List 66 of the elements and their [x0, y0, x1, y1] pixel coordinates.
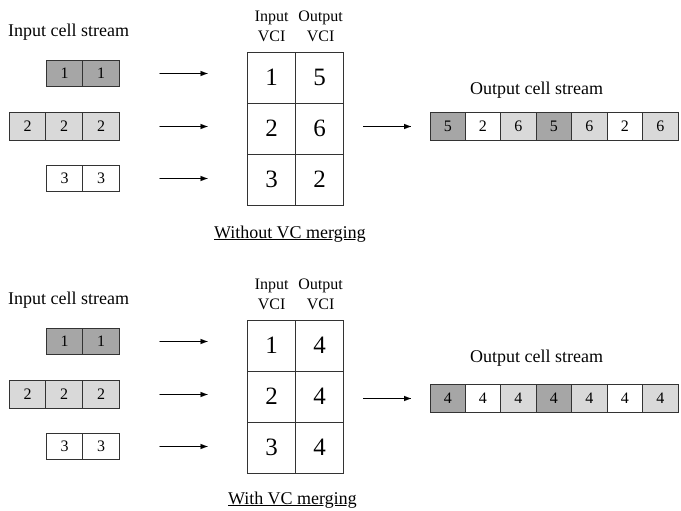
stream-cell: 6 — [500, 112, 536, 141]
table-cell: 4 — [295, 422, 344, 474]
stream-cell: 2 — [606, 112, 643, 141]
column-header: Output — [298, 276, 343, 294]
stream-cell: 3 — [46, 165, 83, 192]
table-cell: 4 — [295, 320, 344, 372]
stream-cell: 2 — [82, 380, 120, 409]
table-cell: 1 — [247, 320, 296, 372]
stream-cell: 2 — [82, 112, 120, 141]
arrow — [362, 124, 412, 130]
column-header: VCI — [306, 296, 334, 314]
stream-cell: 5 — [430, 112, 466, 141]
stream-cell: 2 — [9, 380, 46, 409]
table-cell: 1 — [247, 52, 296, 104]
stream-cell: 1 — [46, 328, 83, 355]
column-header: Output — [298, 8, 343, 26]
stream-label: Output cell stream — [470, 78, 603, 98]
table-cell: 3 — [247, 154, 296, 206]
stream-cell: 1 — [46, 60, 83, 87]
column-header: Input — [254, 276, 288, 294]
stream-cell: 3 — [82, 433, 120, 460]
stream-cell: 6 — [571, 112, 608, 141]
stream-label: Input cell stream — [8, 20, 129, 40]
cell-stream — [46, 328, 120, 355]
stream-cell: 4 — [430, 384, 466, 413]
stream-cell: 5 — [536, 112, 572, 141]
caption: Without VC merging — [214, 222, 366, 242]
caption: With VC merging — [228, 488, 357, 508]
cell-stream — [9, 112, 120, 141]
stream-cell: 3 — [82, 165, 120, 192]
stream-label: Input cell stream — [8, 288, 129, 308]
table-cell: 5 — [295, 52, 344, 104]
stream-cell: 1 — [82, 60, 120, 87]
stream-cell: 4 — [571, 384, 608, 413]
column-header: VCI — [258, 296, 286, 314]
stream-cell: 4 — [642, 384, 678, 413]
cell-stream — [430, 112, 678, 141]
arrow — [159, 176, 208, 182]
cell-stream — [46, 433, 120, 460]
table-cell: 2 — [295, 154, 344, 206]
arrow — [159, 124, 208, 130]
stream-label: Output cell stream — [470, 346, 603, 366]
cell-stream — [9, 380, 120, 409]
arrow — [159, 70, 208, 76]
table-cell: 3 — [247, 422, 296, 474]
stream-cell: 4 — [606, 384, 643, 413]
stream-cell: 2 — [464, 112, 501, 141]
stream-cell: 1 — [82, 328, 120, 355]
arrow — [362, 396, 412, 402]
cell-stream — [430, 384, 678, 413]
stream-cell: 2 — [9, 112, 46, 141]
stream-cell: 4 — [536, 384, 572, 413]
stream-cell: 2 — [45, 112, 83, 141]
stream-cell: 6 — [642, 112, 678, 141]
arrow — [159, 444, 208, 450]
column-header: VCI — [306, 28, 334, 46]
cell-stream — [46, 60, 120, 87]
column-header: VCI — [258, 28, 286, 46]
stream-cell: 4 — [500, 384, 536, 413]
stream-cell: 2 — [45, 380, 83, 409]
stream-cell: 3 — [46, 433, 83, 460]
cell-stream — [46, 165, 120, 192]
column-header: Input — [254, 8, 288, 26]
stream-cell: 4 — [464, 384, 501, 413]
arrow — [159, 338, 208, 344]
arrow — [159, 392, 208, 398]
